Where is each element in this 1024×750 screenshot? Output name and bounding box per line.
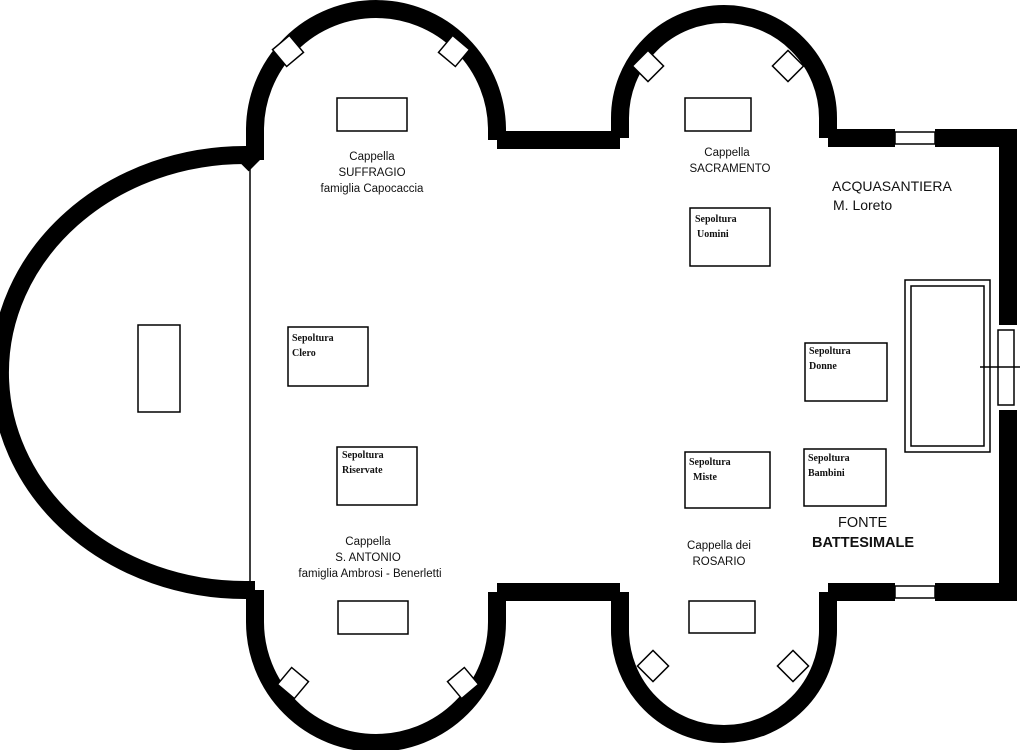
- fonte-battesimale-label: FONTE BATTESIMALE: [812, 515, 914, 551]
- svg-text:famiglia Ambrosi - Benerletti: famiglia Ambrosi - Benerletti: [298, 568, 441, 580]
- svg-text:ACQUASANTIERA: ACQUASANTIERA: [832, 178, 952, 194]
- svg-text:Cappella dei: Cappella dei: [687, 540, 751, 552]
- svg-text:Sepoltura: Sepoltura: [292, 333, 334, 344]
- burial-donne-box: [804, 342, 888, 402]
- entrance-frame: [904, 279, 991, 453]
- svg-text:SUFFRAGIO: SUFFRAGIO: [338, 167, 405, 179]
- svg-text:Donne: Donne: [809, 361, 837, 372]
- burial-riservate-box: [336, 446, 418, 506]
- burial-bambini-box: [803, 448, 887, 507]
- burial-donne-label: Sepoltura Donne: [809, 346, 851, 372]
- chapel-sacramento-label: Cappella SACRAMENTO: [690, 147, 771, 175]
- svg-text:famiglia Capocaccia: famiglia Capocaccia: [321, 183, 425, 195]
- apse-wall: [0, 145, 262, 599]
- altar-apse: [137, 324, 181, 413]
- svg-text:Uomini: Uomini: [697, 229, 729, 240]
- svg-text:Bambini: Bambini: [808, 468, 845, 479]
- svg-text:Sepoltura: Sepoltura: [695, 214, 737, 225]
- windows: [271, 34, 936, 700]
- chapel-santantonio-wall: [246, 590, 506, 750]
- burial-miste-box: [684, 451, 771, 509]
- svg-text:ROSARIO: ROSARIO: [692, 556, 745, 568]
- svg-text:S. ANTONIO: S. ANTONIO: [335, 552, 401, 564]
- interior-lines: [249, 165, 1020, 582]
- nave-north-wall-c: [935, 129, 1017, 325]
- altar-rosario: [688, 600, 756, 634]
- chapel-sacramento-wall: [611, 5, 837, 138]
- altars: [137, 97, 756, 635]
- svg-text:Sepoltura: Sepoltura: [809, 346, 851, 357]
- svg-text:Riservate: Riservate: [342, 465, 383, 476]
- chapel-rosario-wall: [611, 592, 837, 743]
- svg-text:M. Loreto: M. Loreto: [833, 197, 892, 213]
- svg-text:BATTESIMALE: BATTESIMALE: [812, 535, 914, 551]
- acquasantiera-label: ACQUASANTIERA M. Loreto: [832, 178, 952, 213]
- burial-plots: [287, 207, 888, 509]
- svg-text:Cappella: Cappella: [704, 147, 750, 159]
- burial-clero-box: [287, 326, 369, 387]
- entrance-inner-frame: [910, 285, 985, 447]
- svg-text:Sepoltura: Sepoltura: [689, 457, 731, 468]
- burial-uomini-box: [689, 207, 771, 267]
- altar-santantonio: [337, 600, 409, 635]
- burial-miste-label: Sepoltura Miste: [689, 457, 731, 483]
- burial-riservate-label: Sepoltura Riservate: [342, 450, 384, 476]
- svg-text:Sepoltura: Sepoltura: [342, 450, 384, 461]
- svg-text:Miste: Miste: [693, 472, 717, 483]
- svg-text:Sepoltura: Sepoltura: [808, 453, 850, 464]
- svg-text:Cappella: Cappella: [349, 151, 395, 163]
- altar-sacramento: [684, 97, 752, 132]
- burial-bambini-label: Sepoltura Bambini: [808, 453, 850, 479]
- chapel-rosario-label: Cappella dei ROSARIO: [687, 540, 751, 568]
- svg-text:FONTE: FONTE: [838, 515, 887, 531]
- chapel-suffragio-wall: [246, 0, 506, 160]
- burial-uomini-label: Sepoltura Uomini: [695, 214, 737, 240]
- svg-text:SACRAMENTO: SACRAMENTO: [690, 163, 771, 175]
- svg-text:Cappella: Cappella: [345, 536, 391, 548]
- chapel-santantonio-label: Cappella S. ANTONIO famiglia Ambrosi - B…: [298, 536, 441, 580]
- svg-text:Clero: Clero: [292, 348, 316, 359]
- chapel-suffragio-label: Cappella SUFFRAGIO famiglia Capocaccia: [321, 151, 425, 195]
- nave-east-wall: [935, 410, 1017, 601]
- burial-clero-label: Sepoltura Clero: [292, 333, 334, 359]
- altar-suffragio: [336, 97, 408, 132]
